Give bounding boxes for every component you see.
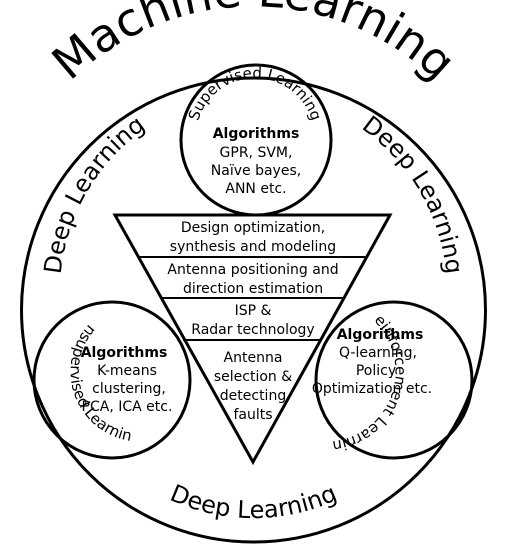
deep-learning-left-text: Deep Learning [39, 110, 150, 275]
unsupervised-algorithm-line: PCA, ICA etc. [82, 399, 173, 415]
deep-learning-bottom: Deep Learning [166, 479, 340, 524]
application-line: Antenna [224, 350, 283, 366]
supervised-learning-node: Supervised Learning Algorithms GPR, SVM,… [179, 63, 333, 217]
deep-learning-left: Deep Learning [39, 110, 150, 275]
supervised-label: Supervised Learning [185, 64, 326, 123]
supervised-label-text: Supervised Learning [185, 64, 326, 123]
triangle-outline [112, 213, 393, 466]
supervised-algorithm-line: ANN etc. [225, 181, 286, 197]
application-line: faults [233, 407, 272, 423]
application-line: Design optimization, [181, 220, 325, 236]
supervised-algorithm-line: Naïve bayes, [211, 163, 301, 179]
unsupervised-algorithm-line: clustering, [92, 381, 166, 397]
outer-circle [20, 76, 487, 544]
applications-triangle: Design optimization, synthesis and model… [112, 213, 393, 466]
application-line: selection & [214, 369, 292, 385]
reinforcement-algorithm-line: Optimization etc. [312, 381, 432, 397]
application-line: ISP & [235, 303, 272, 319]
application-line: Radar technology [191, 322, 314, 338]
unsupervised-circle [32, 300, 192, 460]
application-line: Antenna positioning and [167, 262, 338, 278]
application-line: synthesis and modeling [170, 239, 336, 255]
reinforcement-algorithm-line: Policy [356, 363, 396, 379]
unsupervised-algorithms-heading: Algorithms [81, 345, 168, 361]
supervised-algorithms-heading: Algorithms [213, 126, 300, 142]
reinforcement-algorithms-heading: Algorithms [337, 327, 424, 343]
deep-learning-bottom-text: Deep Learning [166, 479, 340, 524]
deep-learning-right-text: Deep Learning [357, 110, 468, 275]
application-line: direction estimation [183, 281, 323, 297]
supervised-algorithm-line: GPR, SVM, [220, 145, 293, 161]
reinforcement-algorithm-line: Q-learning, [339, 345, 417, 361]
reinforcement-circle [314, 300, 474, 460]
application-line: detecting [220, 388, 286, 404]
unsupervised-algorithm-line: K-means [97, 363, 157, 379]
deep-learning-right: Deep Learning [357, 110, 468, 275]
